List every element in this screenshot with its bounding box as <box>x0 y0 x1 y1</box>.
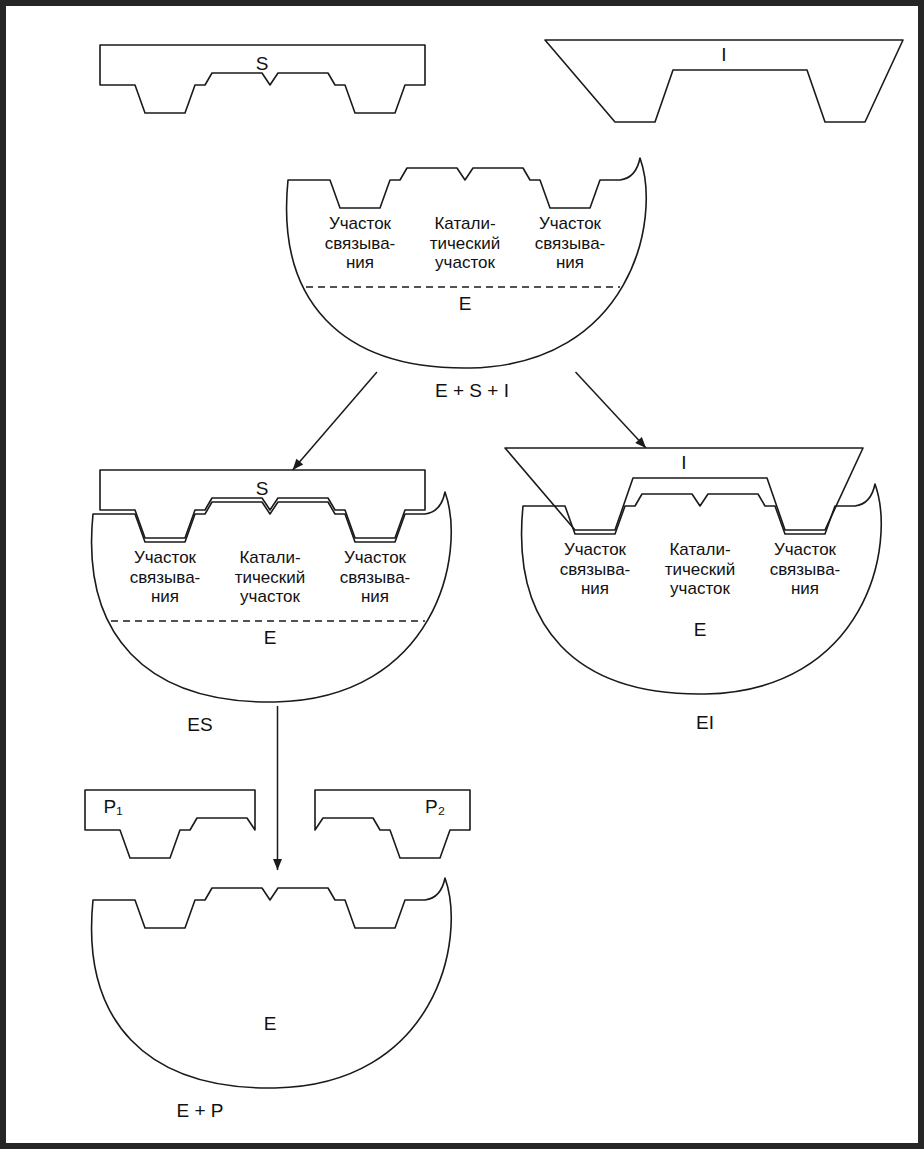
state-label: EI <box>696 712 714 734</box>
shape-path <box>545 40 903 122</box>
inhibitor-letter: I <box>694 44 754 66</box>
substrate-shape: S <box>100 470 425 540</box>
site-label: Участок связыва- ния <box>312 214 408 273</box>
inhibitor-shape: I <box>505 448 865 532</box>
site-label: Участок связыва- ния <box>757 540 853 599</box>
active-site-boundary <box>111 620 425 621</box>
arrow-head <box>293 459 304 470</box>
site-label: Участок связыва- ния <box>522 214 618 273</box>
arrow-line <box>277 706 279 870</box>
shape-path <box>315 790 470 858</box>
state-label: ES <box>187 714 212 736</box>
substrate-letter: S <box>232 53 292 75</box>
state-label: E + S + I <box>435 380 509 402</box>
site-label: Катали- тический участок <box>222 548 318 607</box>
shape-outline <box>85 870 470 1092</box>
enzyme-letter: E <box>670 619 730 641</box>
reaction-arrow <box>293 372 377 470</box>
arrow-head <box>273 859 282 870</box>
shape-outline <box>315 790 470 860</box>
product-letter: P₂ <box>413 796 457 818</box>
enzyme-letter: E <box>240 1013 300 1035</box>
enzyme-shape: Участок связыва- нияКатали- тический уча… <box>85 484 470 706</box>
shape-path <box>100 45 425 113</box>
site-label: Участок связыва- ния <box>117 548 213 607</box>
enzyme-shape: E <box>85 870 470 1092</box>
shape-path <box>505 448 863 530</box>
product-letter: P₁ <box>91 796 135 818</box>
site-label: Участок связыва- ния <box>327 548 423 607</box>
inhibitor-shape: I <box>545 40 905 124</box>
product-shape: P₂ <box>315 790 470 860</box>
shape-path <box>287 158 647 368</box>
reaction-arrow <box>576 372 647 448</box>
enzyme-letter: E <box>240 627 300 649</box>
arrow-head <box>635 437 646 448</box>
shape-path <box>92 492 452 702</box>
inhibitor-letter: I <box>654 452 714 474</box>
substrate-letter: S <box>232 478 292 500</box>
enzyme-letter: E <box>435 293 495 315</box>
site-label: Участок связыва- ния <box>547 540 643 599</box>
shape-path <box>522 484 882 694</box>
arrow-line <box>293 372 377 470</box>
site-label: Катали- тический участок <box>652 540 748 599</box>
active-site-boundary <box>306 286 620 287</box>
reaction-arrow <box>273 706 282 870</box>
site-label: Катали- тический участок <box>417 214 513 273</box>
state-label: E + P <box>177 1100 224 1122</box>
enzyme-shape: Участок связыва- нияКатали- тический уча… <box>515 476 900 698</box>
product-shape: P₁ <box>85 790 255 860</box>
substrate-shape: S <box>100 45 425 115</box>
enzyme-shape: Участок связыва- нияКатали- тический уча… <box>280 150 665 372</box>
shape-path <box>85 790 255 858</box>
shape-path <box>92 878 452 1088</box>
arrow-line <box>576 372 647 448</box>
